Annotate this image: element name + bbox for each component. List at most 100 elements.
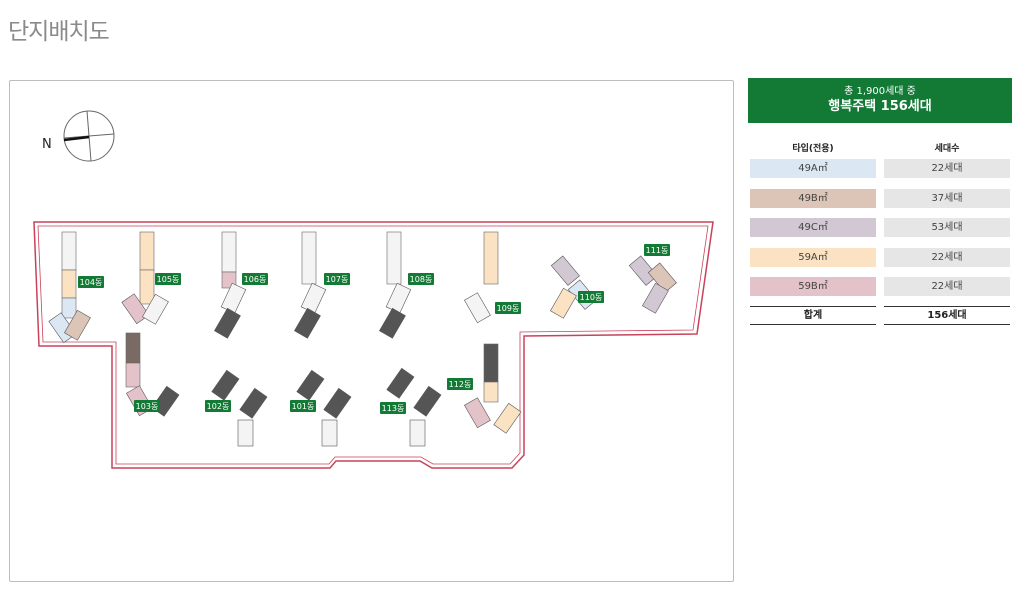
building-label: 109동 xyxy=(497,304,520,313)
table-total-row: 합계 156세대 xyxy=(748,306,1012,325)
building-wing xyxy=(139,269,155,305)
building-label: 103동 xyxy=(136,402,159,411)
building-wing xyxy=(64,309,91,341)
building-107[interactable]: 107동 xyxy=(294,231,350,339)
summary-total: 총 1,900세대 중 xyxy=(844,86,916,97)
building-label-badge xyxy=(324,273,350,285)
building-wing xyxy=(323,387,352,419)
building-label-badge xyxy=(242,273,268,285)
building-label: 113동 xyxy=(382,404,405,413)
building-label: 102동 xyxy=(207,402,230,411)
building-label: 111동 xyxy=(646,246,669,255)
building-110[interactable]: 110동 xyxy=(550,255,604,319)
building-wing xyxy=(61,231,77,271)
building-label-badge xyxy=(205,400,231,412)
building-wing xyxy=(386,231,402,285)
unit-count: 22세대 xyxy=(884,277,1010,296)
building-label-badge xyxy=(447,378,473,390)
page-title: 단지배치도 xyxy=(8,19,110,45)
north-label: N xyxy=(42,137,52,152)
site-boundary xyxy=(33,221,714,469)
building-label: 112동 xyxy=(449,380,472,389)
building-wing xyxy=(300,282,327,314)
building-wing xyxy=(294,307,321,339)
building-label: 105동 xyxy=(157,275,180,284)
building-wing xyxy=(550,255,580,286)
building-wing xyxy=(211,369,240,401)
table-row: 49B㎡ 37세대 xyxy=(748,188,1012,208)
building-wing xyxy=(237,419,254,447)
summary-happy-housing: 행복주택 156세대 xyxy=(828,99,932,114)
building-wing xyxy=(321,419,338,447)
table-row: 49A㎡ 22세대 xyxy=(748,159,1012,178)
building-label: 104동 xyxy=(80,278,103,287)
unit-count: 37세대 xyxy=(884,188,1010,208)
building-label-badge xyxy=(134,400,160,412)
building-wing xyxy=(493,402,522,434)
table-row: 59B㎡ 22세대 xyxy=(748,277,1012,296)
building-113[interactable]: 113동 xyxy=(380,367,442,447)
building-wing xyxy=(647,262,677,293)
building-111[interactable]: 111동 xyxy=(628,244,677,314)
building-label-badge xyxy=(290,400,316,412)
building-109[interactable]: 109동 xyxy=(464,231,521,324)
building-wing xyxy=(125,332,141,364)
compass-icon: N xyxy=(42,110,115,162)
building-wing xyxy=(464,397,491,429)
unit-type: 59B㎡ xyxy=(750,277,876,296)
building-wing xyxy=(385,282,412,314)
unit-count: 22세대 xyxy=(884,159,1010,178)
building-wing xyxy=(142,293,169,325)
unit-type: 49C㎡ xyxy=(750,218,876,237)
unit-type: 49A㎡ xyxy=(750,159,876,178)
building-112[interactable]: 112동 xyxy=(447,343,522,434)
building-wing xyxy=(483,231,499,285)
building-wing xyxy=(61,297,77,319)
table-row: 49C㎡ 53세대 xyxy=(748,218,1012,237)
building-wing xyxy=(483,343,499,383)
building-wing xyxy=(61,269,77,299)
table-header: 타입(전용) 세대수 xyxy=(748,140,1012,159)
building-wing xyxy=(214,307,241,339)
building-wing xyxy=(296,369,325,401)
building-wing xyxy=(483,381,499,403)
unit-type: 49B㎡ xyxy=(750,188,876,208)
building-label-badge xyxy=(495,302,521,314)
building-106[interactable]: 106동 xyxy=(214,231,268,339)
building-label-badge xyxy=(155,273,181,285)
building-label: 108동 xyxy=(410,275,433,284)
building-wing xyxy=(379,307,406,339)
building-wing xyxy=(386,367,415,399)
building-wing xyxy=(409,419,426,447)
building-label: 107동 xyxy=(326,275,349,284)
building-label-badge xyxy=(78,276,104,288)
building-102[interactable]: 102동 xyxy=(205,369,268,447)
building-label: 110동 xyxy=(580,293,603,302)
total-units: 156세대 xyxy=(884,306,1010,325)
building-108[interactable]: 108동 xyxy=(379,231,434,339)
building-101[interactable]: 101동 xyxy=(290,369,352,447)
building-wing xyxy=(550,287,577,319)
building-label-badge xyxy=(380,402,406,414)
unit-count: 53세대 xyxy=(884,218,1010,237)
unit-count: 22세대 xyxy=(884,247,1010,267)
building-104[interactable]: 104동 xyxy=(48,231,104,344)
header-type: 타입(전용) xyxy=(792,144,834,154)
building-105[interactable]: 105동 xyxy=(121,231,181,325)
summary-header: 총 1,900세대 중 행복주택 156세대 xyxy=(748,78,1012,123)
unit-type: 59A㎡ xyxy=(750,247,876,267)
building-label-badge xyxy=(408,273,434,285)
unit-summary-panel: 총 1,900세대 중 행복주택 156세대 타입(전용) 세대수 49A㎡ 22… xyxy=(748,78,1012,325)
site-plan-frame xyxy=(9,80,734,582)
building-wing xyxy=(413,385,442,417)
building-wing xyxy=(642,282,669,314)
building-wing xyxy=(125,362,141,388)
building-wing xyxy=(139,231,155,271)
building-wing xyxy=(301,231,317,285)
building-label: 106동 xyxy=(244,275,267,284)
table-row: 59A㎡ 22세대 xyxy=(748,247,1012,267)
building-wing xyxy=(239,387,268,419)
building-label-badge xyxy=(578,291,604,303)
site-plan: N 104동 105동 106동 107동 108동 109동 110동 111동 103동 10… xyxy=(33,110,714,469)
building-103[interactable]: 103동 xyxy=(125,332,180,417)
